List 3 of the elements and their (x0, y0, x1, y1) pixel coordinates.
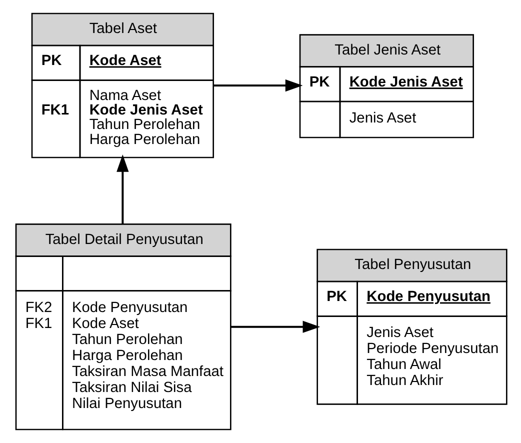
arrow (116, 154, 128, 224)
arrow (230, 320, 320, 333)
arrow (212, 79, 302, 92)
